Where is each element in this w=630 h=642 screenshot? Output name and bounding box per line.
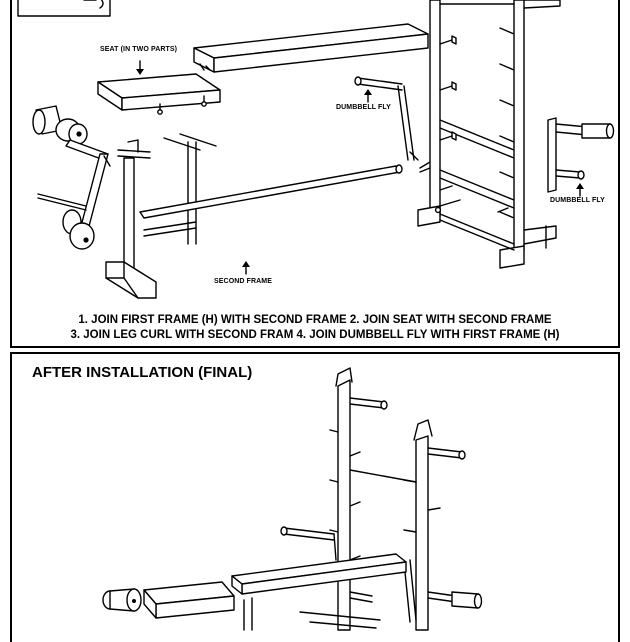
step-line-1: 1. JOIN FIRST FRAME (H) WITH SECOND FRAM… bbox=[78, 314, 552, 326]
seat-label: SEAT (IN TWO PARTS) bbox=[100, 46, 178, 53]
final-view-panel bbox=[10, 352, 620, 642]
dumbbell-fly-left-label: DUMBBELL FLY bbox=[336, 104, 391, 111]
step-line-2: 3. JOIN LEG CURL WITH SECOND FRAM 4. JOI… bbox=[70, 329, 560, 341]
dumbbell-fly-right-label: DUMBBELL FLY bbox=[550, 197, 605, 204]
final-heading: AFTER INSTALLATION (FINAL) bbox=[32, 364, 253, 381]
exploded-view-panel bbox=[10, 0, 620, 348]
second-frame-label: SECOND FRAME bbox=[214, 278, 272, 285]
